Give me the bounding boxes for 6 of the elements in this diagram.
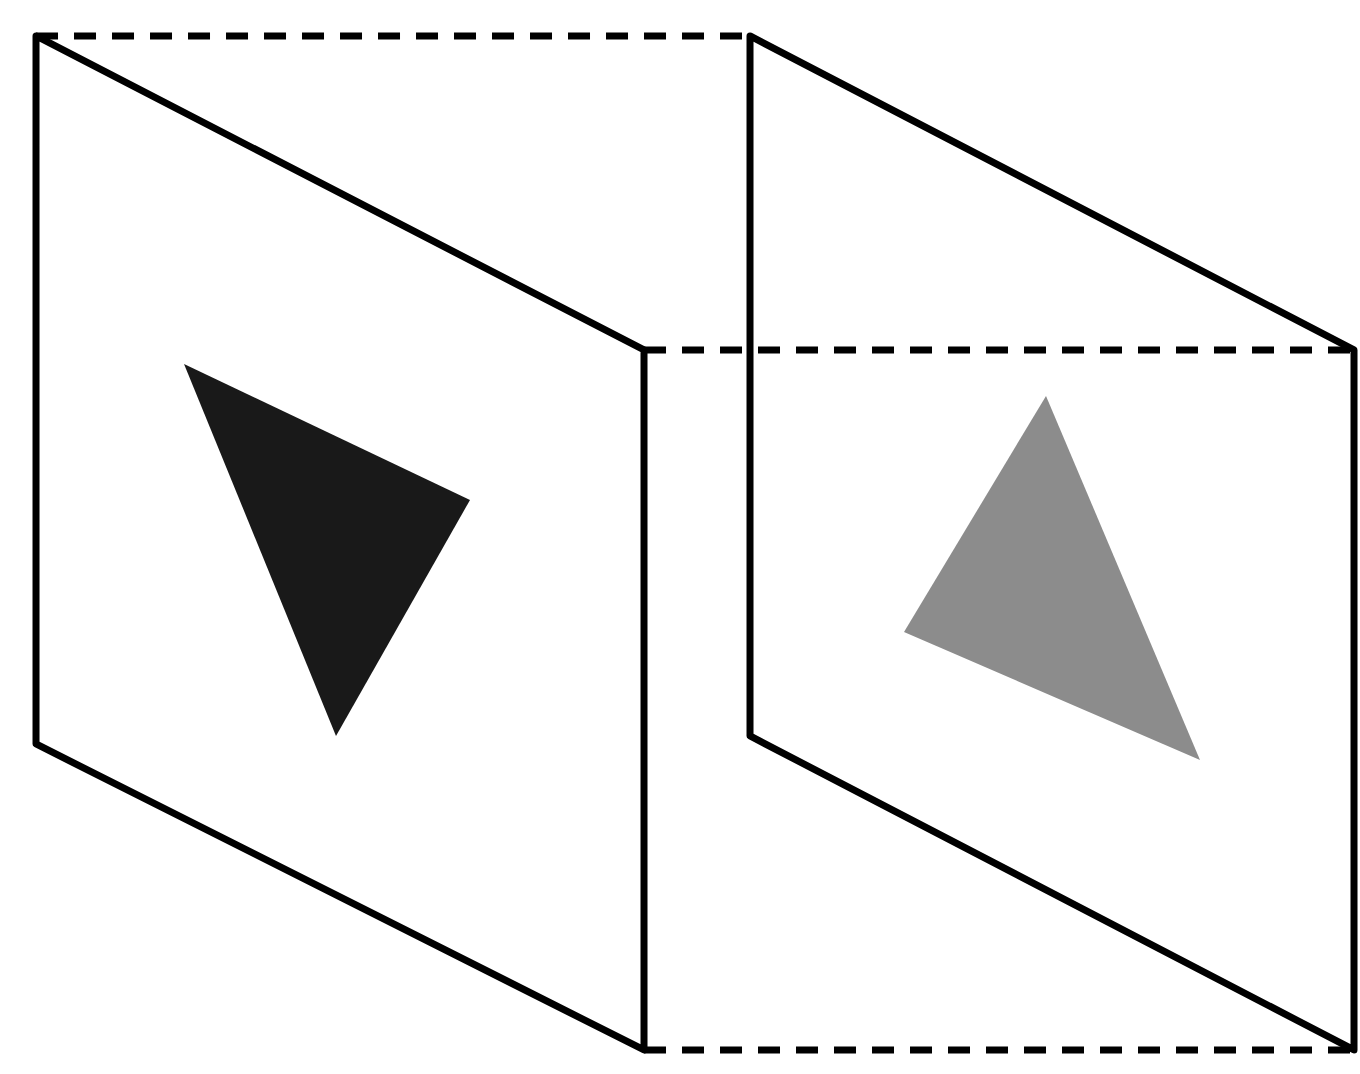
panel bbox=[746, 32, 1358, 1054]
panel bbox=[32, 32, 648, 1054]
dashed-line bbox=[644, 346, 1354, 354]
dashed-line bbox=[644, 1046, 1354, 1054]
triangle bbox=[904, 396, 1200, 760]
triangle bbox=[184, 364, 470, 736]
